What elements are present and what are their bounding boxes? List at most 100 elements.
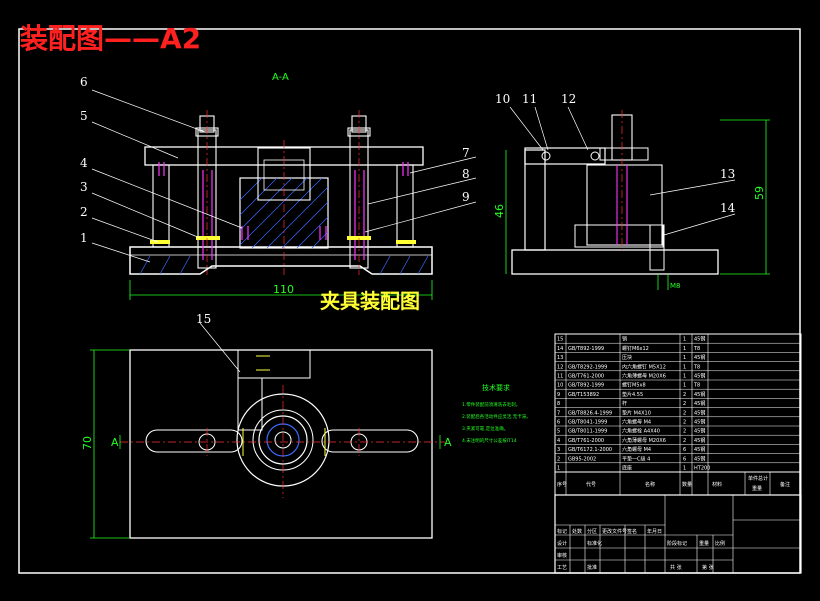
balloon-6: 6 <box>80 75 88 89</box>
bom-cell-name: 杆 <box>622 400 627 407</box>
bom-cell-qty: 1 <box>683 355 686 361</box>
tb-approve: 批准 <box>587 564 597 571</box>
bom-cell-qty: 2 <box>683 429 686 435</box>
plan-view: 15 70 A A <box>81 312 452 539</box>
bom-cell-name: 六角螺栓 A4X40 <box>622 428 660 435</box>
balloon-14: 14 <box>720 201 736 215</box>
bom-cell-mat: 45钢 <box>694 419 705 426</box>
bom-cell-name: 六角螺母 M4 <box>622 419 651 426</box>
bom-cell-no: 1 <box>557 466 560 472</box>
bom-cell-mat: 45钢 <box>694 336 705 343</box>
sheet-title: 装配图——A2 <box>20 22 201 55</box>
bom-cell-no: 5 <box>557 429 560 435</box>
bom-cell-mat: 45钢 <box>694 354 705 361</box>
bom-cell-qty: 6 <box>683 456 686 462</box>
bom-cell-qty: 1 <box>683 337 686 343</box>
tech-req-line: 2.装配后各活动件应灵活,无卡滞。 <box>462 413 531 420</box>
bom-header-note: 备注 <box>780 481 790 488</box>
sheet-border <box>18 28 801 574</box>
dim-height-plan: 70 <box>81 436 94 450</box>
bom-header-qty: 数量 <box>682 481 692 488</box>
drawing-subtitle: 夹具装配图 <box>320 289 420 313</box>
bom-cell-mat: T8 <box>693 383 700 389</box>
bom-header-name: 名称 <box>645 481 655 488</box>
bom-cell-qty: 2 <box>683 438 686 444</box>
bom-cell-no: 15 <box>557 337 563 343</box>
bom-cell-mat: 45钢 <box>694 437 705 444</box>
bom-cell-mat: 45钢 <box>694 391 705 398</box>
bom-cell-no: 9 <box>557 392 560 398</box>
bom-cell-no: 7 <box>557 410 560 416</box>
bom-cell-no: 8 <box>557 401 560 407</box>
balloon-15: 15 <box>196 312 211 326</box>
bom-cell-mat: 45钢 <box>694 409 705 416</box>
balloon-10: 10 <box>495 92 510 106</box>
bom-cell-code: GB/T761-2000 <box>568 438 604 444</box>
tb-sign: 签名 <box>627 528 637 535</box>
tech-req-line: 1.零件装配前须清洗去毛刺。 <box>462 401 520 408</box>
bom-header-mat: 材料 <box>712 481 722 488</box>
section-label: A-A <box>272 72 289 83</box>
bom-cell-no: 13 <box>557 355 563 361</box>
cut-mark-left: A <box>111 436 119 449</box>
balloon-8: 8 <box>462 167 470 181</box>
bom-cell-no: 11 <box>557 374 563 380</box>
bom-cell-name: 螺钉M5x8 <box>622 382 646 389</box>
bom-cell-code: GB/T153892 <box>568 392 599 398</box>
bom-cell-no: 14 <box>557 346 563 352</box>
bom-cell-name: 底座 <box>622 465 632 472</box>
bom-cell-name: 六角螺母 M4 <box>622 446 651 453</box>
dim-height-right: 59 <box>753 186 766 200</box>
balloon-9: 9 <box>462 190 470 204</box>
bom-cell-name: 垫片4.55 <box>622 391 643 398</box>
balloon-1: 1 <box>80 231 88 245</box>
tb-process: 工艺 <box>557 565 567 571</box>
tb-count: 处数 <box>572 528 582 535</box>
balloon-2: 2 <box>80 205 88 219</box>
dim-height-left: 46 <box>493 204 506 218</box>
bom-cell-code: GB/T8292-1999 <box>568 364 607 370</box>
bom-header-no: 序号 <box>557 481 567 488</box>
bom-cell-qty: 2 <box>683 392 686 398</box>
bom-cell-qty: 1 <box>683 466 686 472</box>
tb-mark: 标记 <box>557 528 567 535</box>
bom-cell-name: 六角薄螺母 M20X6 <box>622 373 666 380</box>
bom-cell-name: 六角薄螺母 M20X6 <box>622 437 666 444</box>
bom-cell-mat: HT200 <box>694 466 710 472</box>
balloon-4: 4 <box>80 156 88 170</box>
base-plate <box>129 246 433 275</box>
bom-header-single: 单件 <box>748 475 758 482</box>
bom-cell-mat: 45钢 <box>694 428 705 435</box>
bom-cell-code: GB/T892-1999 <box>568 346 604 352</box>
bom-cell-no: 12 <box>557 364 563 370</box>
tb-date: 年月日 <box>647 528 662 535</box>
bom-cell-qty: 2 <box>683 410 686 416</box>
bom-cell-mat: 45钢 <box>694 373 705 380</box>
bom-cell-name: 销 <box>622 336 627 343</box>
bom-cell-name: 压块 <box>622 354 632 361</box>
side-view: 10 11 12 13 14 46 59 M8 <box>493 92 770 290</box>
bom-cell-code: GB/T761-2000 <box>568 374 604 380</box>
balloon-7: 7 <box>462 146 470 160</box>
tech-req-line: 3.夹紧可靠,定位准确。 <box>462 425 508 432</box>
front-section-view: A-A <box>80 72 477 300</box>
balloon-11: 11 <box>522 92 537 106</box>
bom-cell-mat: 45钢 <box>694 455 705 462</box>
bom-cell-qty: 2 <box>683 401 686 407</box>
tb-sheets: 共 张 <box>670 564 682 571</box>
bom-cell-name: 内六角螺钉 M5X12 <box>622 363 666 370</box>
bom-cell-qty: 2 <box>683 420 686 426</box>
bom-cell-code: GB/T8011-1999 <box>568 429 607 435</box>
bom-cell-no: 2 <box>557 456 560 462</box>
bom-cell-name: 螺钉M6x12 <box>622 345 649 352</box>
bom-cell-no: 3 <box>557 447 560 453</box>
bom-cell-qty: 1 <box>683 374 686 380</box>
bom-header-total: 总计 <box>758 475 768 482</box>
cut-mark-right: A <box>444 436 452 449</box>
dim-side-small: M8 <box>670 282 681 290</box>
tb-zone: 分区 <box>587 528 597 535</box>
bom-cell-qty: 1 <box>683 364 686 370</box>
